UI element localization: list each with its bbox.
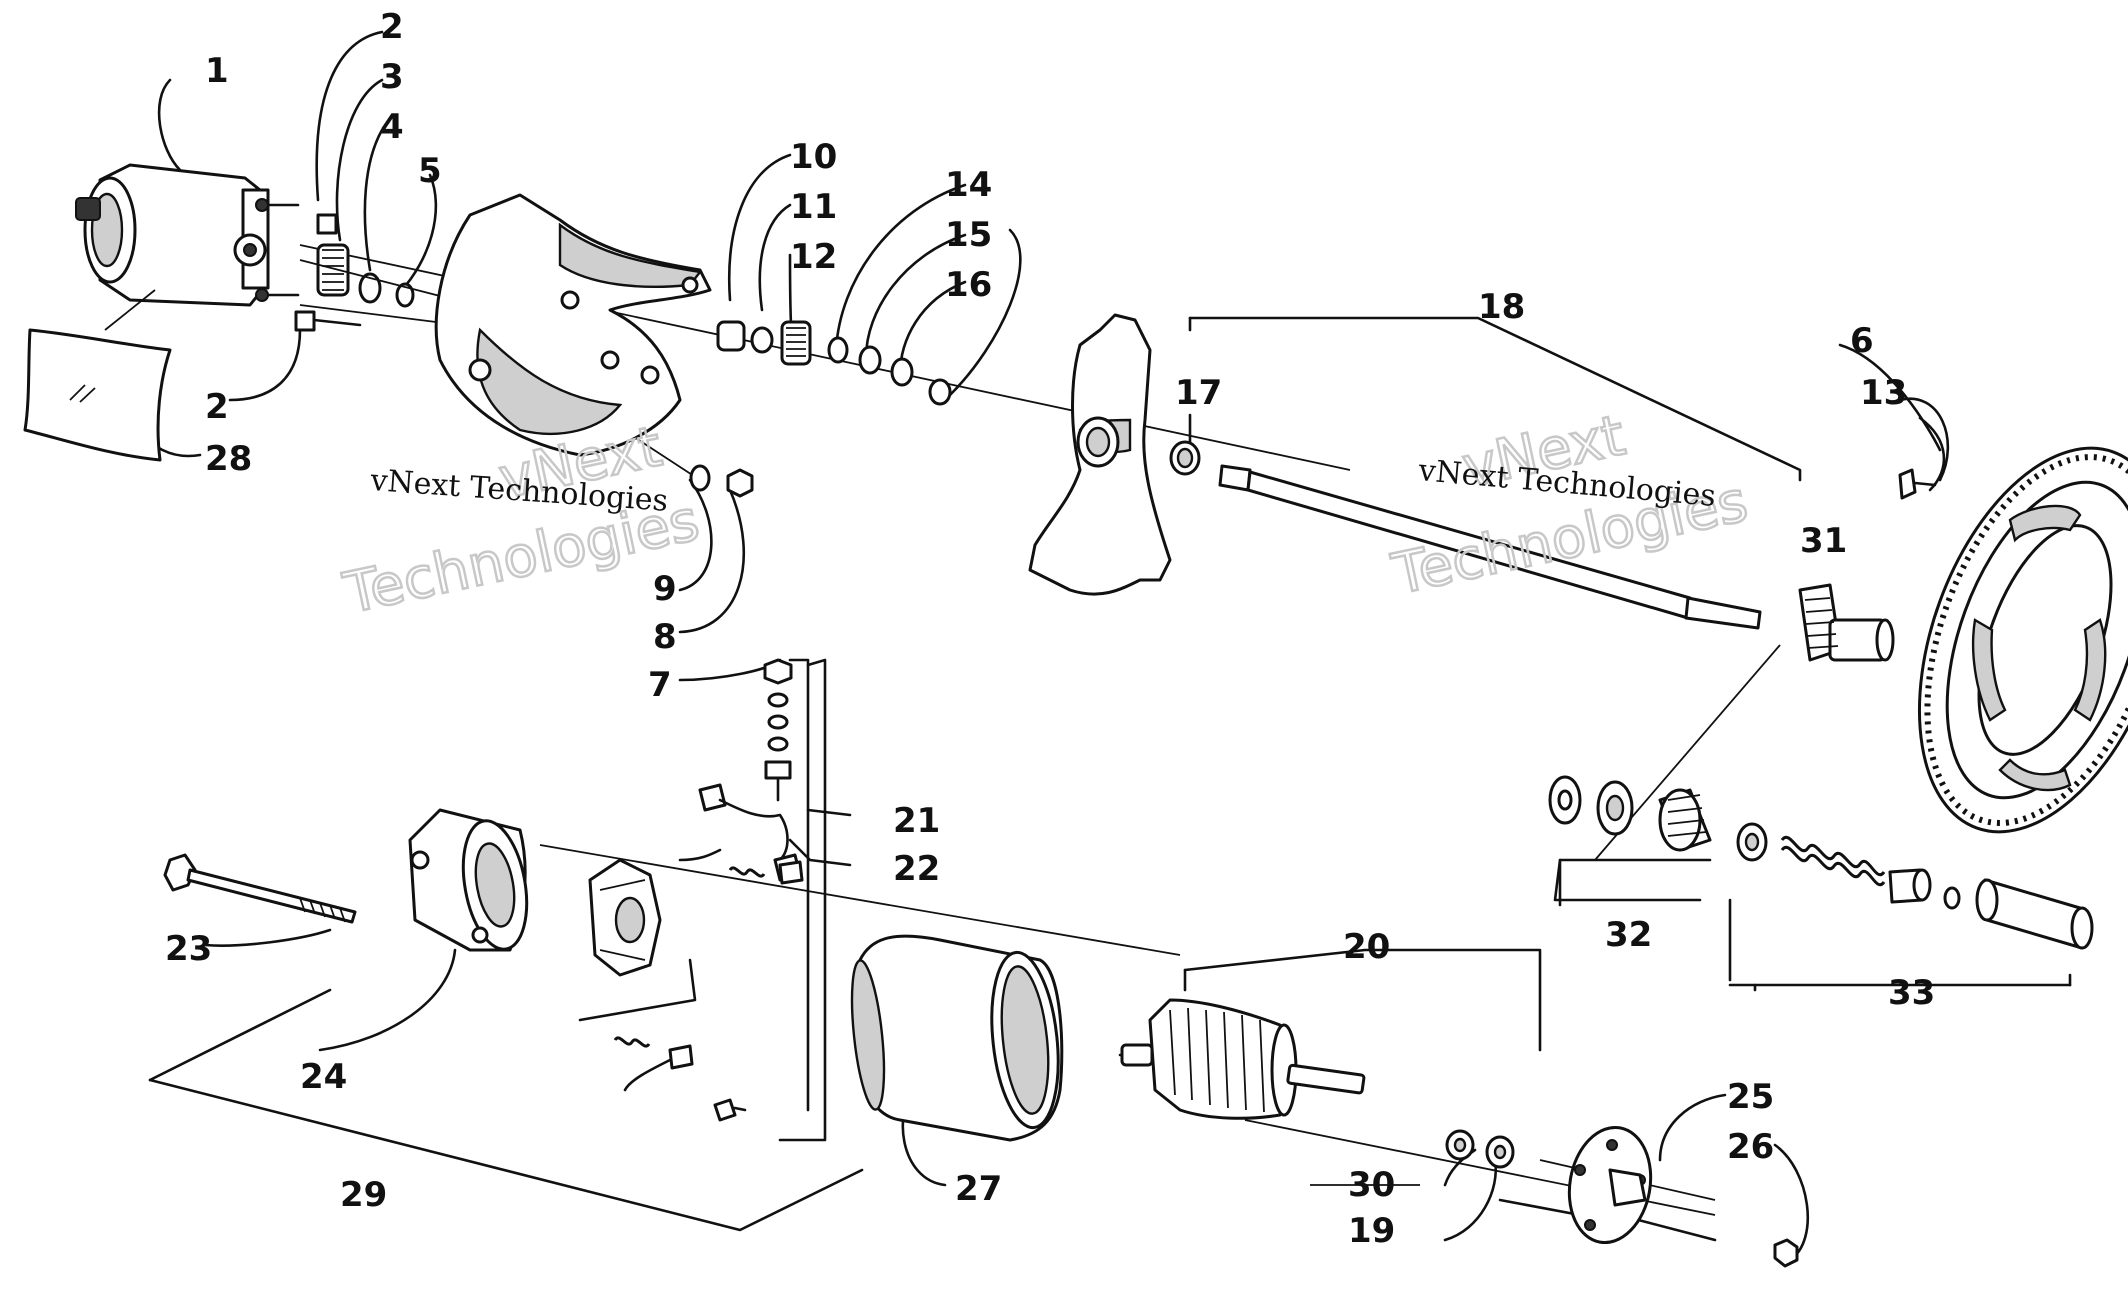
callout-3: 3 bbox=[380, 57, 404, 97]
armature-part-20 bbox=[1118, 998, 1366, 1120]
callout-10: 10 bbox=[790, 137, 837, 177]
callout-25: 25 bbox=[1727, 1077, 1774, 1117]
callout-31: 31 bbox=[1800, 521, 1847, 561]
callout-32: 32 bbox=[1605, 915, 1652, 955]
callout-16: 16 bbox=[945, 265, 992, 305]
terminal-stack-7-21-22 bbox=[698, 658, 802, 882]
ring-gear-part-6 bbox=[1917, 446, 2128, 834]
callout-29: 29 bbox=[340, 1175, 387, 1215]
callout-24: 24 bbox=[300, 1057, 347, 1097]
callout-4: 4 bbox=[380, 107, 404, 147]
callout-13: 13 bbox=[1860, 373, 1907, 413]
callout-30: 30 bbox=[1348, 1165, 1395, 1205]
bearing-stack-10-16 bbox=[716, 320, 952, 406]
callout-21: 21 bbox=[893, 801, 940, 841]
bolt-part-23 bbox=[163, 853, 357, 924]
callout-labels: 1 2 3 4 5 2 28 9 8 10 11 12 14 15 16 17 … bbox=[165, 7, 1935, 1251]
callout-27: 27 bbox=[955, 1169, 1002, 1209]
callout-6: 6 bbox=[1850, 321, 1874, 361]
callout-5: 5 bbox=[418, 151, 442, 191]
starter-motor-part-1 bbox=[75, 163, 300, 331]
drive-end-cap-25-26 bbox=[1567, 1125, 1799, 1268]
gear-part-3 bbox=[316, 243, 350, 297]
l-bracket bbox=[1028, 313, 1172, 596]
washers-30-19 bbox=[1445, 1129, 1515, 1169]
callout-23: 23 bbox=[165, 929, 212, 969]
leader-lines bbox=[138, 30, 2072, 1262]
callout-8: 8 bbox=[653, 617, 677, 657]
callout-17: 17 bbox=[1175, 373, 1222, 413]
brushes-springs bbox=[578, 848, 804, 1122]
label-sheet-part-28 bbox=[23, 328, 172, 462]
callout-28: 28 bbox=[205, 439, 252, 479]
callout-14: 14 bbox=[945, 165, 992, 205]
end-cap-part-24 bbox=[408, 808, 529, 952]
watermark-left: vNext Technologies bbox=[337, 413, 706, 628]
shaft-part-18 bbox=[1169, 440, 1762, 630]
callout-19: 19 bbox=[1348, 1211, 1395, 1251]
screw-part-13 bbox=[1898, 468, 1937, 500]
callout-20: 20 bbox=[1343, 927, 1390, 967]
callout-12: 12 bbox=[790, 237, 837, 277]
gear-part-12 bbox=[780, 320, 812, 366]
callout-15: 15 bbox=[945, 215, 992, 255]
callout-2-top: 2 bbox=[380, 7, 404, 47]
spring-part-33 bbox=[1780, 835, 1886, 887]
small-parts-2-5 bbox=[294, 213, 476, 332]
callout-9: 9 bbox=[653, 569, 677, 609]
nut-washer-8-9 bbox=[689, 464, 754, 498]
callout-33: 33 bbox=[1888, 973, 1935, 1013]
callout-26: 26 bbox=[1727, 1127, 1774, 1167]
drive-gear-part-31 bbox=[1798, 583, 1895, 662]
motor-housing-part-27 bbox=[850, 934, 1064, 1142]
callout-22: 22 bbox=[893, 849, 940, 889]
mounting-bracket bbox=[434, 193, 712, 457]
pinion-assembly-32-33 bbox=[1548, 775, 2094, 950]
brush-holder-plate bbox=[588, 858, 662, 977]
callout-2-bottom: 2 bbox=[205, 387, 229, 427]
callout-18: 18 bbox=[1478, 287, 1525, 327]
callout-1: 1 bbox=[205, 51, 229, 91]
callout-11: 11 bbox=[790, 187, 837, 227]
callout-7: 7 bbox=[648, 665, 672, 705]
